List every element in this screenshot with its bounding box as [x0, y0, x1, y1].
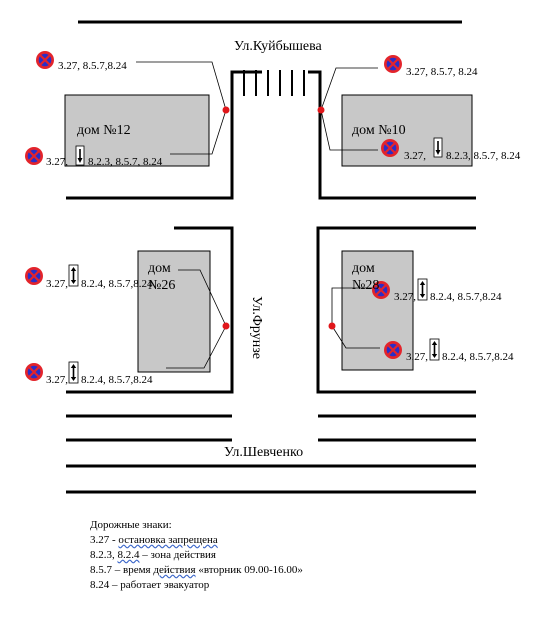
- leader-mr-bottom: [331, 325, 380, 349]
- marker-tr: [317, 106, 325, 114]
- legend-text: остановка запрещена: [118, 534, 218, 546]
- leader-tl-bottom: [170, 109, 227, 155]
- marker-mr: [328, 322, 336, 330]
- street-shevchenko-label: Ул.Шевченко: [224, 445, 304, 460]
- leader-ml-bottom: [166, 325, 227, 369]
- street-kuybysheva-label: Ул.Куйбышева: [234, 39, 322, 54]
- sign-codes-mr-top-a: 3.27,: [394, 291, 416, 303]
- road-edge-ml: [66, 226, 234, 394]
- no-stopping-sign-icon: [23, 145, 45, 167]
- sign-codes-mr-bottom-a: 3.27,: [406, 351, 428, 363]
- house-26-label-line2: №26: [148, 278, 176, 293]
- leader-tr-bottom: [320, 109, 378, 151]
- legend-code: 3.27 -: [90, 534, 119, 546]
- legend-line-8-5-7: 8.5.7 – время действия «вторник 09.00-16…: [90, 565, 303, 576]
- arrow-down-icon: [75, 145, 85, 166]
- house-10: [341, 94, 473, 167]
- sign-codes-tr-bottom-a: 3.27,: [404, 150, 426, 162]
- legend-code-underlined: 8.2.4: [117, 549, 140, 561]
- road-edge-tr: [308, 70, 476, 200]
- arrow-up-down-icon: [68, 361, 79, 384]
- sign-codes-ml-bottom-a: 3.27,: [46, 374, 68, 386]
- legend-text: «вторник 09.00-16.00»: [195, 564, 303, 576]
- no-stopping-sign-icon: [379, 137, 401, 159]
- sign-codes-tl-bottom-b: 8.2.3, 8.5.7, 8.24: [88, 156, 163, 168]
- legend-line-8-24: 8.24 – работает эвакуатор: [90, 579, 210, 591]
- sign-codes-tl-top: 3.27, 8.5.7,8.24: [58, 60, 127, 72]
- legend-text-underlined: действия: [153, 564, 196, 576]
- house-10-label: дом №10: [352, 123, 406, 138]
- arrow-down-icon: [433, 137, 443, 158]
- house-12-label: дом №12: [77, 123, 131, 138]
- house-26-label-line1: дом: [148, 261, 171, 276]
- leader-mr-top: [331, 287, 374, 326]
- sign-codes-mr-bottom-b: 8.2.4, 8.5.7,8.24: [442, 351, 514, 363]
- house-26: [137, 250, 211, 373]
- no-stopping-sign-icon: [23, 265, 45, 287]
- arrow-up-down-icon: [68, 264, 79, 287]
- leader-tl-top: [136, 61, 227, 111]
- legend-line-3-27: 3.27 - остановка запрещена: [90, 535, 218, 546]
- no-stopping-sign-icon: [382, 53, 404, 75]
- no-stopping-sign-icon: [382, 339, 404, 361]
- sign-codes-ml-top-a: 3.27,: [46, 278, 68, 290]
- houses: [64, 94, 473, 373]
- legend-text: – зона действия: [139, 549, 216, 561]
- road-edge-tl: [66, 70, 262, 200]
- leader-lines: [136, 61, 380, 369]
- sign-codes-tr-bottom-b: 8.2.3, 8.5.7, 8.24: [446, 150, 521, 162]
- sign-codes-ml-bottom-b: 8.2.4, 8.5.7,8.24: [81, 374, 153, 386]
- sign-markers: [222, 106, 336, 330]
- no-stopping-sign-icon: [34, 49, 56, 71]
- marker-ml: [222, 322, 230, 330]
- marker-tl: [222, 106, 230, 114]
- sign-codes-tr-top: 3.27, 8.5.7, 8.24: [406, 66, 478, 78]
- leader-ml-top: [178, 269, 227, 327]
- road-edge-mr: [316, 226, 476, 394]
- legend-code: 8.2.3,: [90, 549, 118, 561]
- zone-plates-updown: [68, 264, 440, 384]
- no-stopping-sign-icon: [23, 361, 45, 383]
- leader-tr-top: [320, 67, 378, 111]
- zone-plates-down: [75, 137, 443, 166]
- sign-codes-tl-bottom-a: 3.27,: [46, 156, 68, 168]
- sign-codes-mr-top-b: 8.2.4, 8.5.7,8.24: [430, 291, 502, 303]
- arrow-up-down-icon: [417, 278, 428, 301]
- arrow-up-down-icon: [429, 338, 440, 361]
- street-frunze-label: Ул.Фрунзе: [249, 296, 264, 359]
- legend-title: Дорожные знаки:: [90, 519, 172, 531]
- house-28-label-line2: №28: [352, 278, 380, 293]
- sign-codes-ml-top-b: 8.2.4, 8.5.7,8.24: [81, 278, 153, 290]
- legend-code: 8.5.7 – время: [90, 564, 154, 576]
- legend-line-8-2: 8.2.3, 8.2.4 – зона действия: [90, 550, 216, 561]
- road-edges: [66, 20, 476, 494]
- crosswalk: [243, 70, 305, 96]
- house-28-label-line1: дом: [352, 261, 375, 276]
